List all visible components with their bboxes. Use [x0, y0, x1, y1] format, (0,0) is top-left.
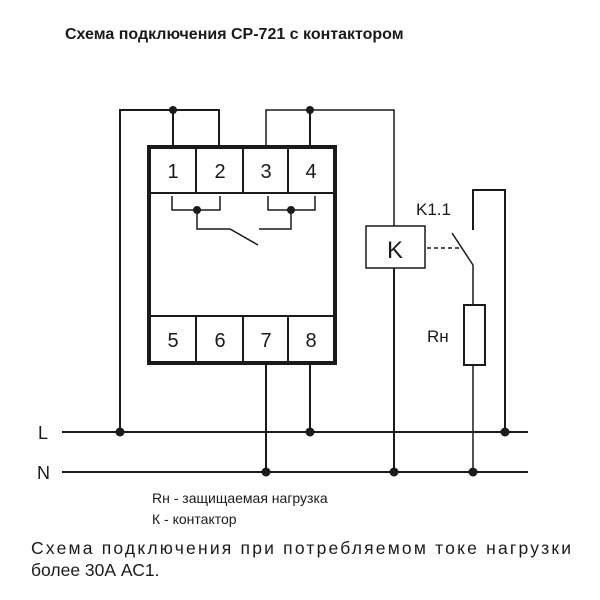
- junction: [261, 467, 271, 477]
- legend-load: Rн - защищаемая нагрузка: [152, 490, 328, 506]
- contact-label: K1.1: [416, 200, 451, 219]
- note-line-1: Схема подключения при потребляемом токе …: [31, 538, 571, 558]
- junction: [306, 106, 314, 114]
- load-label: Rн: [427, 327, 449, 346]
- internal-switch-contact: [196, 210, 259, 246]
- line-N-label: N: [37, 463, 50, 483]
- junction: [169, 106, 177, 114]
- terminal-8: 8: [305, 330, 316, 352]
- contactor-contact: [451, 232, 474, 266]
- junction: [500, 427, 510, 437]
- contactor-coil-label: K: [387, 237, 403, 264]
- junction: [389, 467, 399, 477]
- contactor-coil: [365, 225, 426, 269]
- junction: [115, 427, 125, 437]
- wire-contact-to-L: [472, 189, 506, 432]
- terminal-4: 4: [305, 161, 316, 183]
- wire-terminals-3-4-to-coil: [265, 109, 395, 226]
- junction: [305, 427, 315, 437]
- junction: [468, 467, 478, 477]
- terminal-7: 7: [260, 330, 271, 352]
- internal-fixed-contact: [259, 210, 292, 230]
- terminal-5: 5: [167, 330, 178, 352]
- line-L-label: L: [38, 423, 48, 443]
- terminal-1: 1: [167, 161, 178, 183]
- terminal-2: 2: [214, 161, 225, 183]
- note-line-2: более 30А АС1.: [31, 560, 159, 580]
- diagram-title: Схема подключения СР-721 с контактором: [65, 26, 404, 43]
- load-resistor: [463, 304, 486, 366]
- legend-contactor: К - контактор: [152, 511, 237, 527]
- terminal-6: 6: [214, 330, 225, 352]
- terminal-3: 3: [260, 161, 271, 183]
